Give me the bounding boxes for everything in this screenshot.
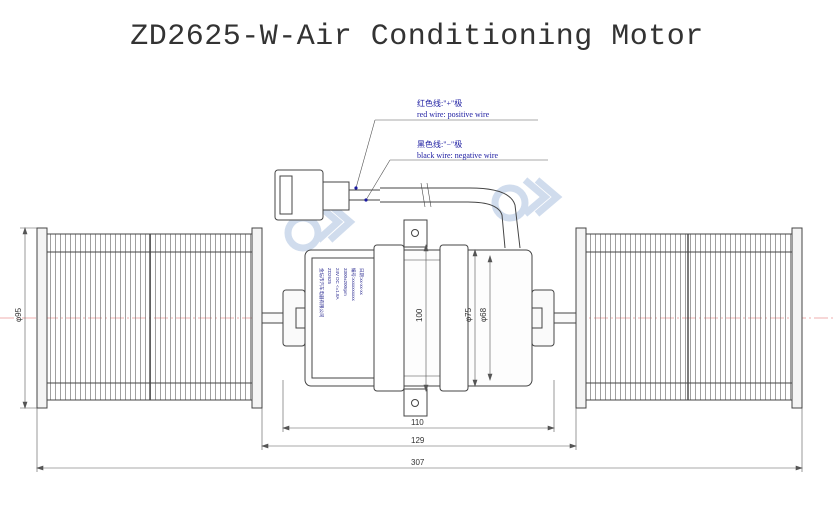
dimension-lines	[20, 227, 803, 472]
nameplate: 金坛市汽车电器有限公司 ZD2625 24V DC <=1.8A 3300±20…	[318, 268, 364, 318]
black-wire-label-cn: 黑色线:"−"极	[417, 139, 462, 149]
dimension-label-68: φ68	[479, 307, 488, 322]
right-fan-wheel	[575, 227, 803, 409]
dimension-label-95: φ95	[14, 307, 23, 322]
dimension-label-129: 129	[411, 436, 425, 445]
nameplate-line-3: 24V DC <=1.8A	[335, 268, 340, 300]
red-wire-label: red wire: positive wire	[417, 110, 490, 119]
nameplate-line-4: 3300±200rpm	[343, 268, 348, 296]
red-wire-label-cn: 红色线:"+"极	[417, 98, 462, 108]
connector	[274, 169, 380, 221]
left-fan-wheel	[36, 227, 263, 409]
black-wire-label: black wire: negative wire	[417, 151, 499, 160]
nameplate-line-5: 编号:xxxxxxxxxx	[350, 268, 357, 302]
dimension-label-100: 100	[415, 308, 424, 322]
wire-callouts: 红色线:"+"极 red wire: positive wire 黑色线:"−"…	[354, 98, 548, 202]
shaft	[261, 289, 577, 347]
dimension-label-110: 110	[411, 418, 424, 427]
dimension-label-75: φ75	[464, 307, 473, 322]
page-title: ZD2625-W-Air Conditioning Motor	[130, 20, 704, 54]
nameplate-line-2: ZD2625	[327, 268, 332, 285]
nameplate-line-1: 金坛市汽车电器有限公司	[318, 268, 325, 318]
wire-harness	[380, 182, 521, 249]
nameplate-line-6: 日期:xx-xx-xx	[358, 268, 364, 295]
dimension-label-307: 307	[411, 458, 425, 467]
